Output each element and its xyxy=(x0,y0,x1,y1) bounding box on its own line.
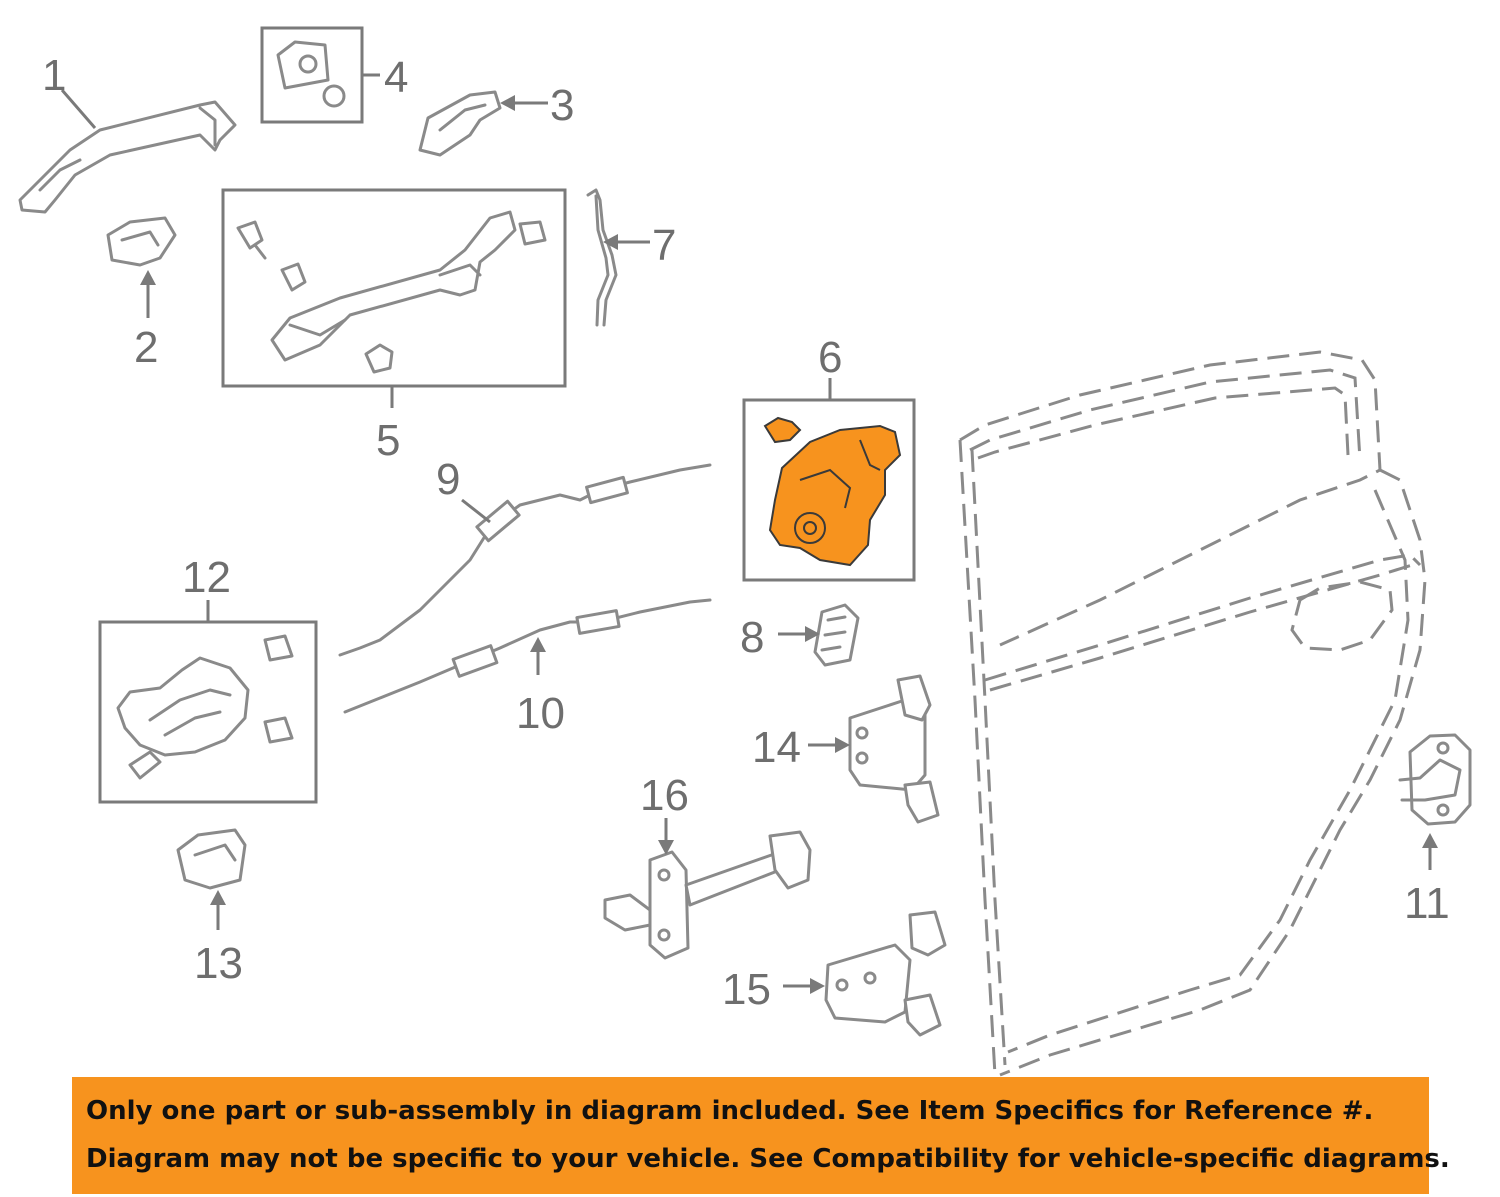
parts-diagram: 1 2 4 3 5 7 6 xyxy=(18,26,1472,1077)
part-12-inner-handle xyxy=(116,634,294,780)
part-14-upper-hinge xyxy=(848,674,940,824)
disclaimer-line-2: Diagram may not be specific to your vehi… xyxy=(86,1144,1450,1174)
part-9-cable xyxy=(338,463,712,657)
part-1-outer-handle xyxy=(18,100,237,214)
part-8-bumper xyxy=(813,603,860,667)
arrowhead-11 xyxy=(1422,833,1438,848)
leader-9 xyxy=(461,498,491,524)
arrowhead-8 xyxy=(805,626,820,642)
box-12 xyxy=(98,620,318,804)
part-7-rod xyxy=(586,188,618,327)
disclaimer-banner: Only one part or sub-assembly in diagram… xyxy=(72,1077,1450,1194)
callout-11: 11 xyxy=(1404,879,1450,928)
part-2-handle-cap xyxy=(106,216,177,267)
part-16-door-check xyxy=(603,830,812,960)
callout-3: 3 xyxy=(550,81,574,130)
part-15-lower-hinge xyxy=(824,910,947,1037)
callout-2: 2 xyxy=(134,323,158,372)
callout-15: 15 xyxy=(722,965,771,1014)
callout-14: 14 xyxy=(752,723,801,772)
arrowhead-16 xyxy=(658,840,674,855)
callout-6: 6 xyxy=(818,333,842,382)
arrowhead-10 xyxy=(530,637,546,652)
part-4-key-cylinder xyxy=(276,40,346,108)
part-10-cable xyxy=(343,598,712,714)
box-6 xyxy=(742,398,916,582)
box-5 xyxy=(221,188,567,388)
part-6-door-lock-actuator xyxy=(763,416,902,567)
arrowhead-15 xyxy=(810,978,825,994)
part-3-gasket xyxy=(418,90,502,157)
part-5-handle-frame xyxy=(236,210,547,374)
callout-10: 10 xyxy=(516,689,565,738)
callout-16: 16 xyxy=(640,771,689,820)
arrowhead-7 xyxy=(603,234,618,250)
callout-9: 9 xyxy=(436,455,460,504)
callout-8: 8 xyxy=(740,613,764,662)
callout-7: 7 xyxy=(652,221,676,270)
part-11-striker xyxy=(1398,733,1472,826)
callout-1: 1 xyxy=(42,51,66,100)
arrowhead-3 xyxy=(500,95,515,111)
arrowhead-13 xyxy=(210,890,226,905)
part-13-bezel xyxy=(176,828,247,890)
arrowhead-14 xyxy=(835,737,850,753)
leader-1 xyxy=(60,89,97,129)
disclaimer-line-1: Only one part or sub-assembly in diagram… xyxy=(86,1096,1374,1126)
callout-4: 4 xyxy=(384,53,408,102)
arrowhead-2 xyxy=(140,270,156,285)
callout-5: 5 xyxy=(376,416,400,465)
callout-12: 12 xyxy=(182,553,231,602)
rear-door-outline xyxy=(958,350,1427,1077)
callout-13: 13 xyxy=(194,939,243,988)
